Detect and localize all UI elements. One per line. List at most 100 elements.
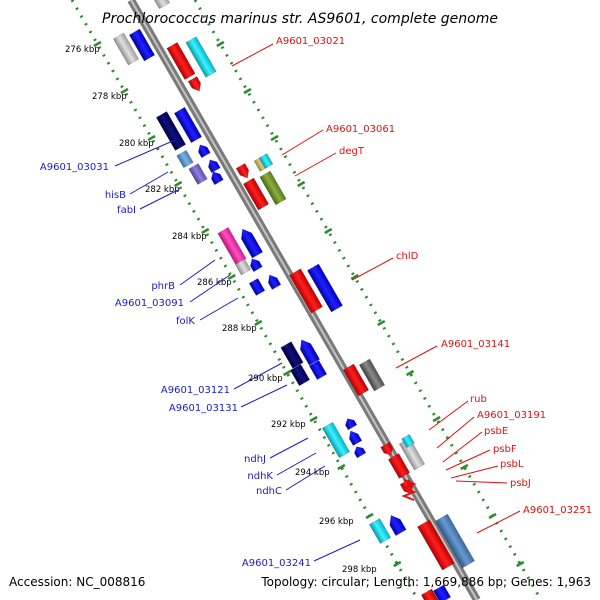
gene-block[interactable] [187,76,204,93]
gene-block[interactable] [432,584,452,600]
gene-block[interactable] [368,518,392,544]
gene-shape[interactable] [248,278,266,296]
gene-label[interactable]: A9601_03091 [115,298,184,309]
gene-shape[interactable] [128,28,156,62]
gene-label[interactable]: degT [339,146,365,157]
gene-shape[interactable] [234,258,252,276]
gene-shape[interactable] [196,142,211,159]
gene-block[interactable] [112,32,140,66]
gene-block[interactable] [289,268,323,314]
gene-block[interactable] [380,441,396,457]
gene-block[interactable] [234,258,252,276]
gene-block[interactable] [289,363,311,387]
gene-block[interactable] [196,142,211,159]
gene-block[interactable] [248,256,263,273]
gene-shape[interactable] [235,163,252,180]
gene-label[interactable]: A9601_03061 [326,124,395,135]
gene-label[interactable]: rub [470,394,487,405]
gene-shape[interactable] [166,42,196,80]
gene-shape[interactable] [342,363,370,397]
gene-label[interactable]: ndhC [256,486,282,497]
gene-label[interactable]: psbL [500,459,524,470]
gene-shape[interactable] [289,363,311,387]
gene-block[interactable] [155,111,187,151]
gene-block[interactable] [265,272,282,290]
gene-shape[interactable] [387,453,411,479]
gene-block[interactable] [296,337,321,366]
gene-shape[interactable] [187,76,204,93]
gene-shape[interactable] [358,358,386,392]
gene-block[interactable] [280,341,304,369]
gene-shape[interactable] [368,518,392,544]
gene-label[interactable]: ndhK [247,471,273,482]
gene-block[interactable] [343,416,358,431]
gene-label[interactable]: A9601_03121 [161,385,230,396]
gene-shape[interactable] [352,444,367,459]
gene-block[interactable] [166,42,196,80]
gene-block[interactable] [209,169,224,186]
gene-block[interactable] [149,0,171,10]
gene-shape[interactable] [289,268,323,314]
gene-block[interactable] [346,428,363,446]
gene-block[interactable] [342,363,370,397]
gene-label[interactable]: A9601_03141 [441,339,510,350]
gene-block[interactable] [128,28,156,62]
gene-shape[interactable] [380,441,396,457]
gene-shape[interactable] [280,341,304,369]
gene-block[interactable] [173,106,203,144]
gene-block[interactable] [321,421,351,459]
gene-block[interactable] [401,434,415,448]
gene-shape[interactable] [242,177,270,211]
gene-shape[interactable] [417,519,455,571]
gene-block[interactable] [358,358,386,392]
gene-label[interactable]: A9601_03241 [242,558,311,569]
gene-shape[interactable] [321,421,351,459]
gene-shape[interactable] [176,149,194,169]
gene-label[interactable]: folK [176,316,195,327]
gene-shape[interactable] [258,153,274,169]
gene-label[interactable]: A9601_03021 [276,36,345,47]
gene-block[interactable] [248,278,266,296]
gene-shape[interactable] [112,32,140,66]
gene-block[interactable] [307,263,343,313]
gene-shape[interactable] [308,359,328,381]
gene-label[interactable]: chlD [396,251,419,262]
gene-label[interactable]: A9601_03191 [477,410,546,421]
gene-block[interactable] [242,177,270,211]
gene-block[interactable] [386,512,407,537]
gene-shape[interactable] [155,111,187,151]
gene-shape[interactable] [432,584,452,600]
gene-block[interactable] [420,588,440,600]
gene-shape[interactable] [307,263,343,313]
gene-label[interactable]: A9601_03031 [40,162,109,173]
gene-shape[interactable] [237,226,264,259]
gene-label[interactable]: psbJ [510,478,531,489]
gene-block[interactable] [235,163,252,180]
gene-label[interactable]: psbE [484,426,508,437]
gene-shape[interactable] [420,588,440,600]
gene-shape[interactable] [435,513,475,569]
gene-shape[interactable] [185,36,217,78]
gene-label[interactable]: A9601_03251 [523,505,592,516]
gene-block[interactable] [352,444,367,459]
gene-shape[interactable] [206,157,221,174]
gene-shape[interactable] [265,272,282,290]
gene-label[interactable]: hisB [105,190,126,201]
gene-label[interactable]: phrB [151,281,175,292]
gene-shape[interactable] [209,169,224,186]
gene-label[interactable]: A9601_03131 [169,403,238,414]
gene-label[interactable]: fabI [117,205,136,216]
gene-label[interactable]: psbF [493,444,517,455]
gene-block[interactable] [176,149,194,169]
gene-block[interactable] [435,513,475,569]
gene-shape[interactable] [259,170,287,206]
gene-block[interactable] [417,519,455,571]
gene-block[interactable] [206,157,221,174]
gene-block[interactable] [259,170,287,206]
gene-shape[interactable] [248,256,263,273]
gene-shape[interactable] [343,416,358,431]
gene-shape[interactable] [149,0,171,10]
gene-shape[interactable] [401,434,415,448]
gene-label[interactable]: ndhJ [244,454,266,465]
gene-block[interactable] [387,453,411,479]
